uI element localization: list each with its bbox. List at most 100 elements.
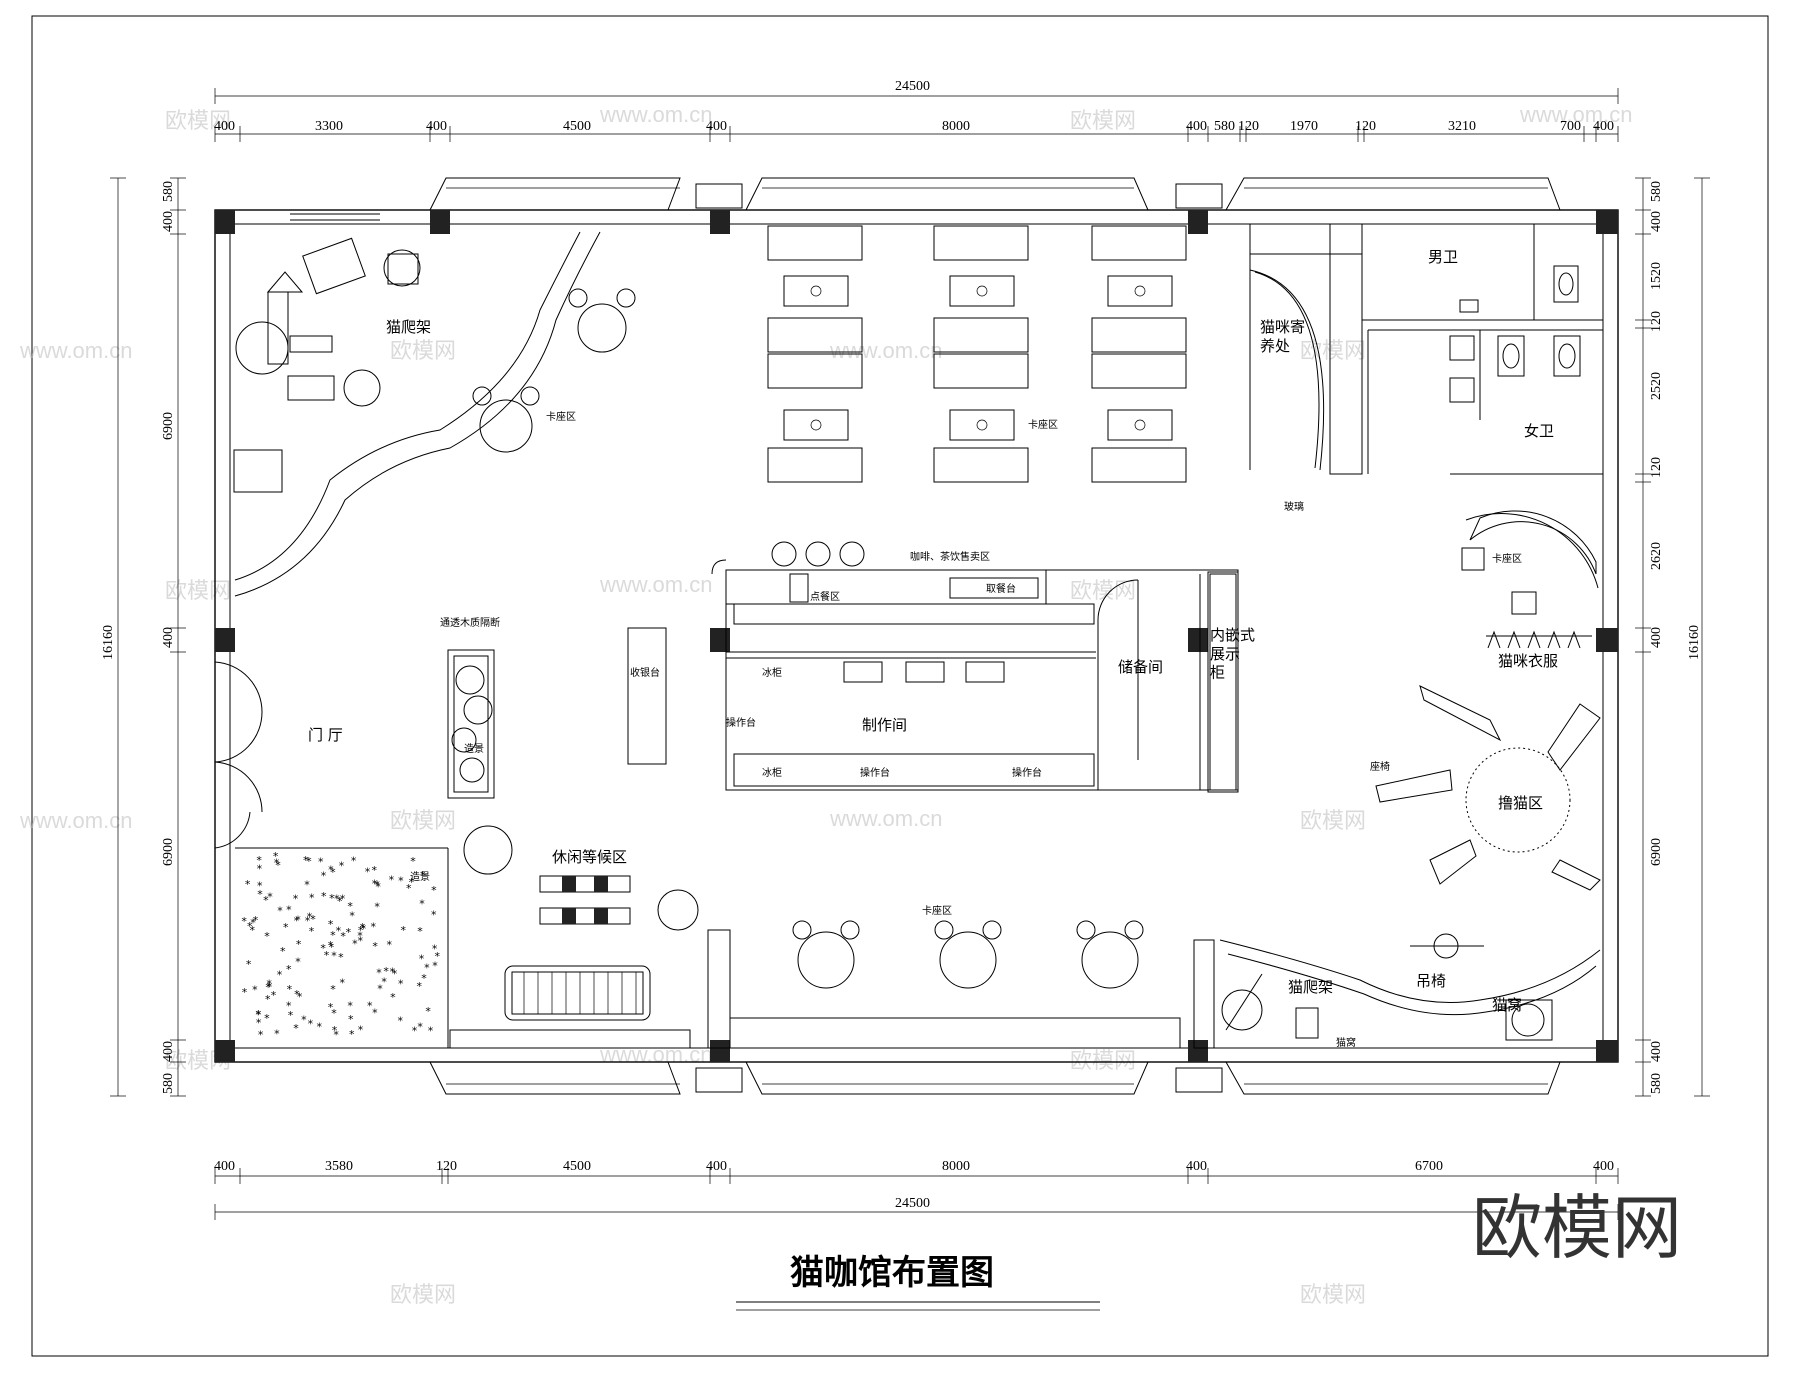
booth-sofa (933, 225, 1029, 261)
label-leisure-wait: 休闲等候区 (552, 848, 627, 866)
stone-mark: * (293, 1022, 299, 1035)
booth-sofa (933, 317, 1029, 353)
stone-mark: * (377, 983, 383, 996)
dim-bot-seg: 6700 (1415, 1159, 1443, 1174)
partitions (234, 223, 1603, 1049)
stool (472, 386, 492, 406)
stone-mark: * (305, 914, 311, 927)
stone-mark: * (337, 895, 343, 908)
round-table (939, 931, 997, 989)
dim-bot-seg: 400 (1186, 1159, 1207, 1174)
stone-mark: * (264, 1012, 270, 1025)
stone-mark: * (421, 972, 427, 985)
watermark: 欧模网 (390, 808, 456, 833)
stone-mark: * (417, 925, 423, 938)
dim-right-ticks (1635, 177, 1651, 1097)
watermark-url: www.om.cn (599, 102, 712, 127)
stone-mark: * (287, 983, 293, 996)
sheet-border (31, 15, 1769, 1357)
dim-right-seg: 1520 (1649, 262, 1664, 290)
stool (616, 288, 636, 308)
stone-mark: * (293, 893, 299, 906)
stone-mark: * (412, 1024, 418, 1037)
dim-top-seg: 120 (1238, 119, 1259, 134)
dim-right-seg: 2620 (1649, 542, 1664, 570)
dim-top-seg: 580 (1214, 119, 1235, 134)
stone-mark: * (358, 1024, 364, 1037)
stone-mark: * (398, 977, 404, 990)
label-landscape-1: 造景 (464, 742, 484, 755)
label-seat: 座椅 (1370, 760, 1390, 773)
label-translucent-wood: 通透木质隔断 (440, 616, 500, 629)
stone-mark: * (340, 977, 346, 990)
stone-mark: * (349, 1028, 355, 1041)
stone-mark: * (307, 910, 313, 923)
stone-mark: * (288, 1009, 294, 1022)
landscape-stones: ****************************************… (241, 850, 440, 1041)
stone-mark: * (253, 914, 259, 927)
dim-top-seg: 400 (1186, 119, 1207, 134)
label-ops-counter-2: 操作台 (860, 766, 890, 779)
label-register: 收银台 (630, 666, 660, 679)
stone-mark: * (263, 894, 269, 907)
booth-table (1107, 409, 1173, 441)
stone-mark: * (417, 1021, 423, 1034)
stone-mark: * (328, 1001, 334, 1014)
stone-mark: * (390, 965, 396, 978)
stone-mark: * (351, 854, 357, 867)
dimension-bottom: 400 3580 120 4500 400 8000 400 6700 400 … (214, 1159, 1619, 1220)
label-landscape-2: 造景 (410, 870, 430, 883)
label-cat-boarding: 猫咪寄养处 (1260, 318, 1305, 355)
label-workshop: 制作间 (862, 716, 907, 734)
watermark: 欧模网 (1300, 808, 1366, 833)
watermark: 欧模网 (165, 108, 231, 133)
stone-mark: * (324, 949, 330, 962)
dim-bottom-total: 24500 (895, 1196, 930, 1211)
entry-doors (214, 661, 263, 849)
watermark: 欧模网 (165, 578, 231, 603)
stone-mark: * (420, 869, 426, 882)
stone-mark: * (328, 939, 334, 952)
stone-mark: * (274, 1027, 280, 1040)
stone-mark: * (349, 910, 355, 923)
stone-mark: * (332, 1024, 338, 1037)
label-booth-1: 卡座区 (546, 410, 576, 423)
dim-top-ticks (214, 126, 1619, 142)
stone-mark: * (398, 875, 404, 888)
stone-mark: * (277, 905, 283, 918)
stone-mark: * (286, 963, 292, 976)
stone-mark: * (271, 989, 277, 1002)
stone-mark: * (372, 864, 378, 877)
cat-climbing-frame (233, 237, 421, 493)
dim-top-seg: 400 (1593, 119, 1614, 134)
stone-mark: * (360, 921, 366, 934)
stone-mark: * (294, 988, 300, 1001)
booth-table (783, 409, 849, 441)
stool (1124, 920, 1144, 940)
stone-mark: * (346, 926, 352, 939)
walls (214, 177, 1619, 1095)
stone-mark: * (372, 1007, 378, 1020)
watermark: 欧模网 (390, 1282, 456, 1307)
watermark-url: www.om.cn (829, 338, 942, 363)
stone-mark: * (330, 866, 336, 879)
stool (520, 386, 540, 406)
label-booth-4: 卡座区 (1492, 552, 1522, 565)
stone-mark: * (245, 878, 251, 891)
label-ops-counter-1: 操作台 (726, 716, 756, 729)
stone-mark: * (340, 892, 346, 905)
stone-mark: * (428, 1025, 434, 1038)
stone-mark: * (419, 898, 425, 911)
stone-mark: * (340, 930, 346, 943)
stone-mark: * (330, 929, 336, 942)
stone-mark: * (334, 893, 340, 906)
stone-mark: * (390, 991, 396, 1004)
stone-mark: * (375, 880, 381, 893)
booth-sofa (1091, 353, 1187, 389)
stone-mark: * (301, 1013, 307, 1026)
booth-sofa (1091, 447, 1187, 483)
booth-sofa (767, 353, 863, 389)
stone-mark: * (306, 855, 312, 868)
stone-mark: * (318, 856, 324, 869)
